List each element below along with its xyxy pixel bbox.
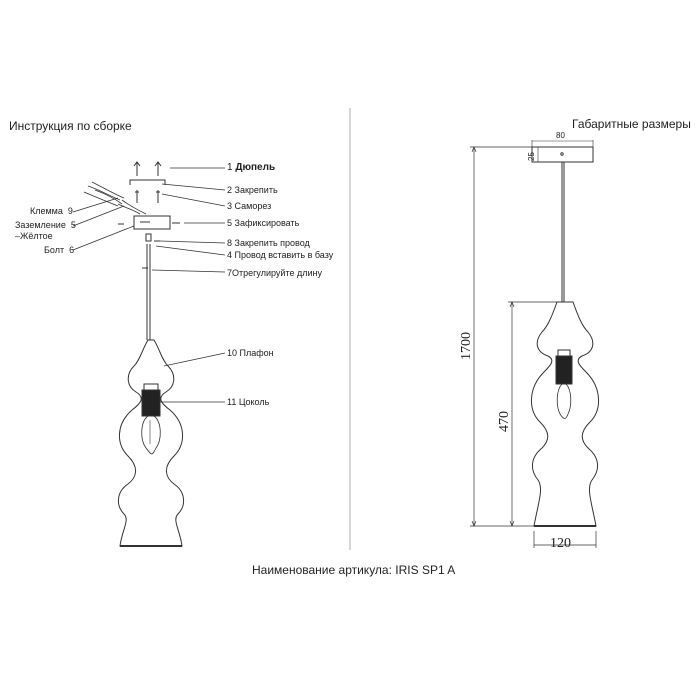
- callout-2: 2 Закрепить: [227, 185, 278, 195]
- callout-3: 3 Саморез: [227, 201, 271, 211]
- article-name: Наименование артикула: IRIS SP1 A: [252, 563, 456, 577]
- callout-num: 1: [227, 162, 233, 173]
- callout-text: Плафон: [239, 348, 274, 358]
- bulb-left: [141, 415, 161, 455]
- bolt-num: 6: [69, 245, 75, 255]
- callout-11: 11 Цоколь: [227, 397, 269, 407]
- ground-sub-label: –Жёлтое: [15, 231, 53, 241]
- dimensions-title: Габаритные размеры: [572, 117, 691, 131]
- callout-text: Саморез: [234, 201, 272, 211]
- leader-lines-right: [151, 167, 226, 403]
- dim-120: [533, 531, 597, 548]
- dim-base-height: 25: [527, 152, 536, 161]
- callout-num: 7: [227, 268, 233, 278]
- dim-1700: [470, 146, 534, 527]
- canopy-plate: [133, 215, 171, 230]
- callout-num: 4: [227, 250, 233, 260]
- callout-num: 8: [227, 238, 233, 248]
- dim-shade-height: 470: [497, 411, 512, 432]
- wires: [83, 181, 147, 215]
- fix-bracket: [129, 179, 166, 185]
- clamp-num: 9: [67, 206, 73, 216]
- callout-text: Отрегулируйте длину: [232, 268, 322, 278]
- callout-text: Закрепить: [234, 185, 278, 195]
- assembly-title: Инструкция по сборке: [9, 119, 132, 133]
- bolt-text: Болт: [44, 245, 65, 255]
- callout-text: Провод вставить в базу: [234, 250, 334, 260]
- callout-num: 2: [227, 185, 233, 195]
- socket-right: [555, 355, 573, 385]
- ground-num: 5: [70, 220, 76, 230]
- socket-top: [143, 383, 159, 391]
- dowel-arrows: [133, 161, 162, 176]
- callout-1: 1 Дюпель: [227, 162, 275, 173]
- callout-text: Зафиксировать: [234, 218, 300, 228]
- callout-num: 3: [227, 201, 233, 211]
- socket-left: [141, 389, 161, 417]
- callout-text: Цоколь: [238, 397, 270, 407]
- cable-clamp: [145, 233, 152, 242]
- callout-text: Закрепить провод: [234, 238, 310, 248]
- leader-lines-left: [72, 197, 135, 251]
- callout-10: 10 Плафон: [227, 348, 274, 358]
- ground-text: Заземление: [15, 220, 66, 230]
- ground-label: Заземление 5: [15, 220, 76, 230]
- callout-num: 5: [227, 218, 233, 228]
- dim-470: [508, 301, 557, 527]
- dim-base-width: 80: [556, 131, 565, 140]
- shade-right: [531, 301, 599, 527]
- clamp-text: Клемма: [30, 206, 63, 216]
- callout-num: 11: [227, 397, 237, 407]
- callout-text: Дюпель: [235, 162, 276, 173]
- callout-7: 7Отрегулируйте длину: [227, 268, 322, 278]
- clamp-label: Клемма 9: [30, 206, 73, 216]
- callout-8: 8 Закрепить провод: [227, 238, 310, 248]
- callout-4: 4 Провод вставить в базу: [227, 250, 333, 260]
- shade-left: [118, 339, 184, 547]
- callout-num: 10: [227, 348, 238, 358]
- screws: [135, 190, 160, 203]
- callout-5: 5 Зафиксировать: [227, 218, 299, 228]
- bulb-right: [556, 383, 572, 419]
- dim-total-height: 1700: [459, 332, 474, 360]
- bolt-label: Болт 6: [44, 245, 74, 255]
- dim-shade-width: 120: [550, 536, 571, 551]
